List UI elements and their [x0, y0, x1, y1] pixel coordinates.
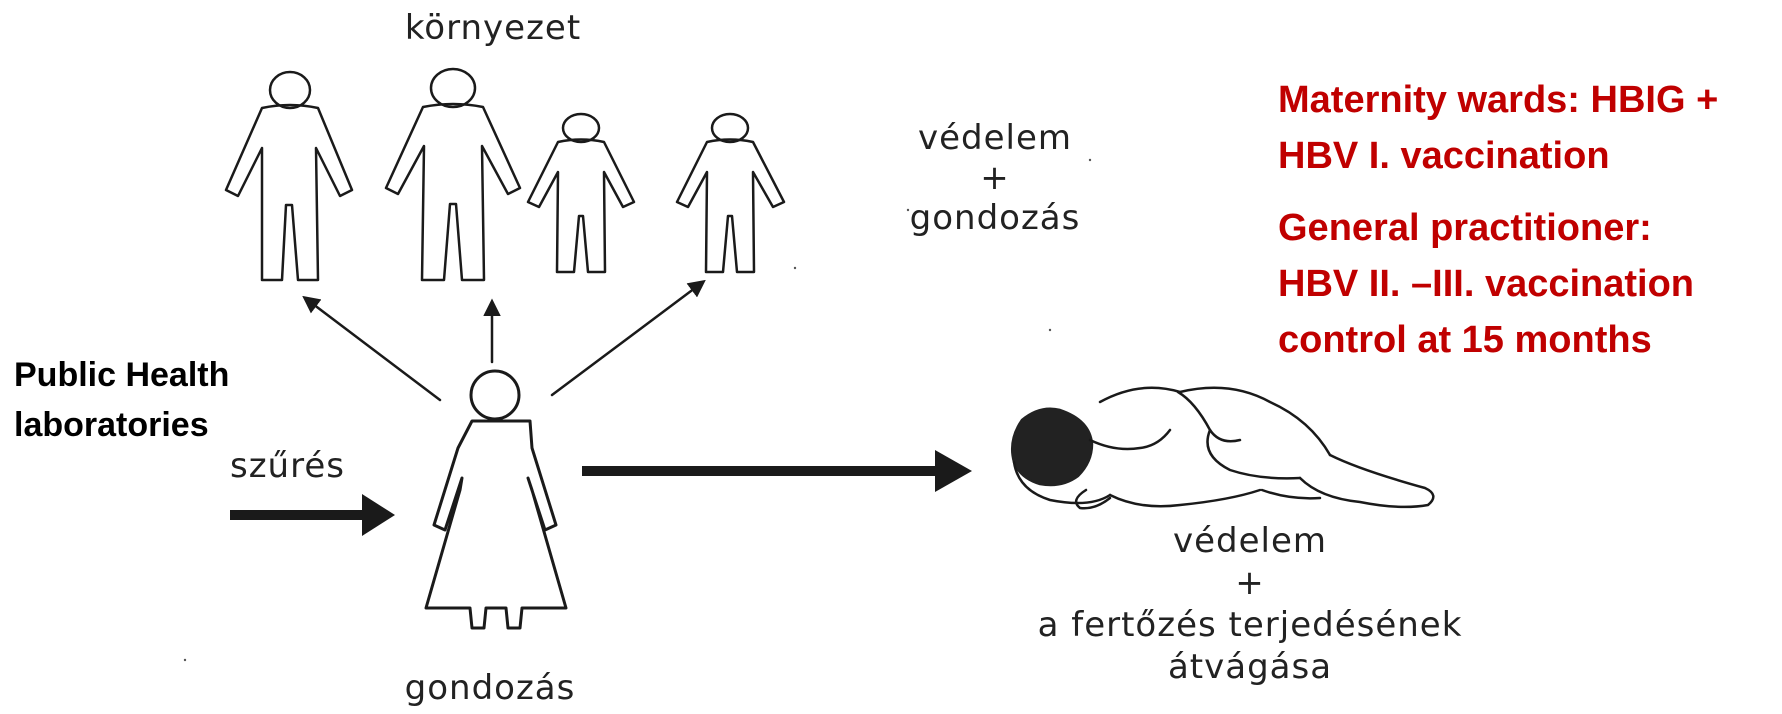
red-note-line-3: General practitioner: — [1278, 207, 1652, 249]
contact-person-figure-1 — [224, 70, 354, 282]
contact-person-figure-4 — [675, 112, 786, 274]
public-health-line-1: Public Health — [14, 356, 230, 394]
baby-caption-line-4: átvágása — [1167, 647, 1333, 687]
protection-care-label: védelem + gondozás — [910, 118, 1081, 238]
baby-caption-line-3: a fertőzés terjedésének — [1037, 605, 1463, 645]
red-note-line-1: Maternity wards: HBIG + — [1278, 79, 1719, 121]
protection-care-line-2: + — [980, 158, 1010, 198]
public-health-line-2: laboratories — [14, 406, 209, 444]
protection-care-line-3: gondozás — [909, 198, 1081, 238]
protection-care-line-1: védelem — [917, 118, 1073, 158]
baby-figure — [1011, 386, 1435, 510]
care-label: gondozás — [404, 668, 576, 708]
screening-arrow — [230, 494, 395, 536]
arrow-to-contact-1 — [302, 295, 442, 402]
public-health-label: Public Health laboratories — [14, 350, 229, 450]
baby-caption-line-2: + — [1235, 563, 1265, 603]
contact-person-figure-2 — [384, 67, 522, 282]
environment-label: környezet — [404, 8, 582, 48]
red-note-line-2: HBV I. vaccination — [1278, 135, 1610, 177]
contact-person-figure-3 — [526, 112, 636, 274]
arrow-to-contact-3 — [550, 279, 706, 397]
baby-caption-line-1: védelem — [1172, 521, 1328, 561]
red-note-spacer — [1278, 184, 1718, 200]
red-note-line-4: HBV II. –III. vaccination — [1278, 263, 1695, 305]
screening-label: szűrés — [230, 446, 345, 486]
red-notes: Maternity wards: HBIG + HBV I. vaccinati… — [1278, 72, 1718, 368]
scan-specks — [183, 158, 1092, 662]
mother-to-baby-arrow — [582, 450, 972, 492]
baby-caption: védelem + a fertőzés terjedésének átvágá… — [1038, 520, 1463, 688]
mother-figure — [424, 369, 568, 630]
red-note-line-5: control at 15 months — [1278, 319, 1652, 361]
